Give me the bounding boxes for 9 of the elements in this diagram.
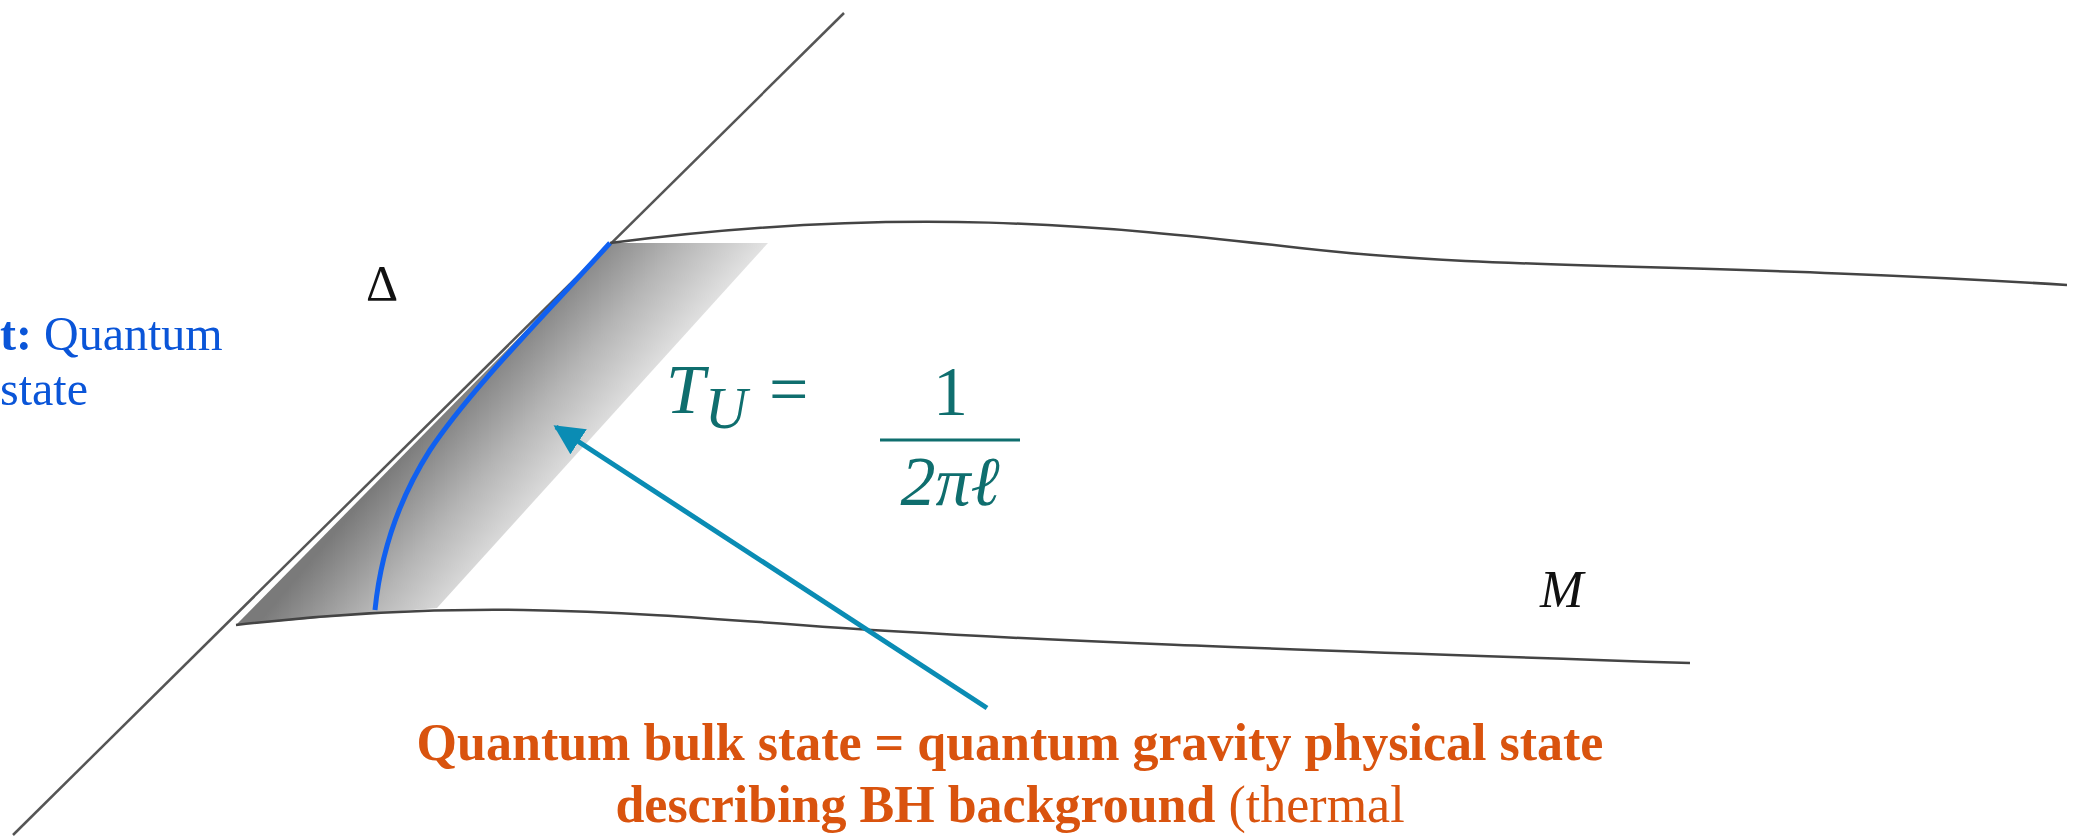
arrow [553, 424, 989, 711]
manifold-label: M [1540, 560, 1584, 620]
shaded-region [236, 243, 768, 625]
annotation-text: t: Quantum state [0, 306, 224, 417]
formula-text: T$_{U}$ = [666, 350, 812, 443]
delta-symbol: Δ [366, 255, 399, 313]
denominator-text: 2πℓ [899, 442, 1001, 522]
annotation-text: Quantum bulk state = quantum gravity physical state describing BH background (thermal [300, 712, 1720, 837]
numerator-text: 1 [933, 352, 968, 432]
